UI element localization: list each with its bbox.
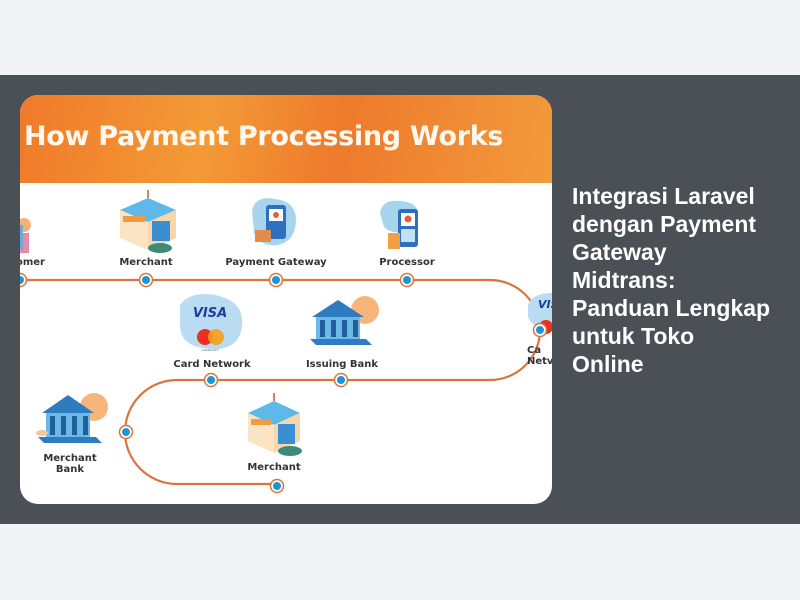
flow-node-processor <box>399 272 415 288</box>
mastercard-text: mastercard <box>201 348 218 352</box>
featured-image: How Payment Processing Works <box>20 95 552 504</box>
store-icon <box>248 393 302 456</box>
article-title[interactable]: Integrasi Laravel dengan Payment Gateway… <box>572 183 771 377</box>
step-label-merchant-bank: Merchant Bank <box>30 453 110 475</box>
card-network-icon: VISA <box>528 293 552 334</box>
step-label-issuing-bank: Issuing Bank <box>305 359 379 370</box>
bank-icon <box>36 393 108 443</box>
flow-node-payment-gateway <box>268 272 284 288</box>
visa-logo: VISA <box>193 306 227 321</box>
store-icon <box>120 190 176 253</box>
flow-node-customer <box>20 272 28 288</box>
step-label-merchant-final: Merchant <box>247 462 301 473</box>
flow-node-card-network-right <box>532 322 548 338</box>
bank-icon <box>310 296 379 345</box>
flow-node-merchant-bank <box>118 424 134 440</box>
flow-node-card-network <box>203 372 219 388</box>
step-label-merchant-bank-line2: Bank <box>55 464 85 475</box>
step-label-card-network-right: Ca Netv <box>527 345 552 367</box>
payment-flow-diagram: VISA mastercard VISA <box>20 190 552 494</box>
flow-node-merchant <box>138 272 154 288</box>
step-label-payment-gateway: Payment Gateway <box>225 257 327 268</box>
phone-payment-icon <box>252 198 296 246</box>
phone-processor-icon <box>380 200 418 249</box>
customer-icon <box>20 218 31 253</box>
visa-logo: VISA <box>538 298 552 311</box>
infographic-title: How Payment Processing Works <box>24 121 504 152</box>
card-network-icon: VISA mastercard <box>180 294 243 352</box>
flow-node-issuing-bank <box>333 372 349 388</box>
step-label-customer: omer <box>20 257 45 268</box>
step-label-merchant-bank-line1: Merchant <box>43 453 97 464</box>
step-label-merchant: Merchant <box>119 257 173 268</box>
flow-node-merchant-final <box>269 478 285 494</box>
step-label-card-network: Card Network <box>173 359 251 370</box>
infographic-header: How Payment Processing Works <box>20 95 552 183</box>
step-label-processor: Processor <box>379 257 435 268</box>
